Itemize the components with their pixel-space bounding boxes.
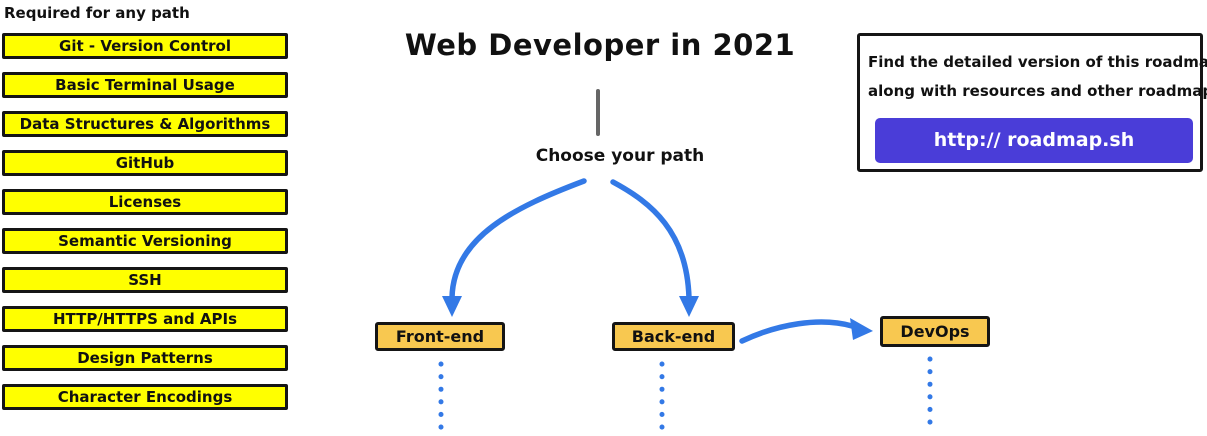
roadmap-node-git[interactable]: Git - Version Control	[2, 33, 288, 59]
arrow-to-backend	[610, 179, 692, 301]
roadmap-sh-link-button[interactable]: http:// roadmap.sh	[875, 118, 1193, 163]
roadmap-node-ssh[interactable]: SSH	[2, 267, 288, 293]
path-node-frontend[interactable]: Front-end	[375, 322, 505, 351]
arrow-to-frontend-head	[442, 296, 462, 317]
roadmap-node-terminal[interactable]: Basic Terminal Usage	[2, 72, 288, 98]
page-title: Web Developer in 2021	[404, 28, 796, 62]
path-node-backend[interactable]: Back-end	[612, 322, 735, 351]
arrow-to-devops-head	[850, 318, 873, 340]
required-section-title: Required for any path	[4, 4, 190, 22]
roadmap-node-data-structures[interactable]: Data Structures & Algorithms	[2, 111, 288, 137]
roadmap-node-character-encodings[interactable]: Character Encodings	[2, 384, 288, 410]
info-box: Find the detailed version of this roadma…	[857, 33, 1207, 172]
roadmap-node-semantic-versioning[interactable]: Semantic Versioning	[2, 228, 288, 254]
choose-your-path-label: Choose your path	[535, 146, 705, 166]
arrow-to-backend-head	[679, 296, 699, 317]
path-node-devops[interactable]: DevOps	[880, 316, 990, 347]
arrow-to-frontend	[449, 178, 587, 301]
arrow-to-devops	[739, 319, 855, 344]
roadmap-node-github[interactable]: GitHub	[2, 150, 288, 176]
title-connector-line	[596, 89, 600, 136]
required-section: Required for any path Git - Version Cont…	[2, 4, 288, 423]
info-text-line1: Find the detailed version of this roadma…	[868, 53, 1207, 71]
roadmap-node-http-apis[interactable]: HTTP/HTTPS and APIs	[2, 306, 288, 332]
info-text-line2: along with resources and other roadmaps	[868, 82, 1207, 100]
roadmap-node-licenses[interactable]: Licenses	[2, 189, 288, 215]
roadmap-node-design-patterns[interactable]: Design Patterns	[2, 345, 288, 371]
